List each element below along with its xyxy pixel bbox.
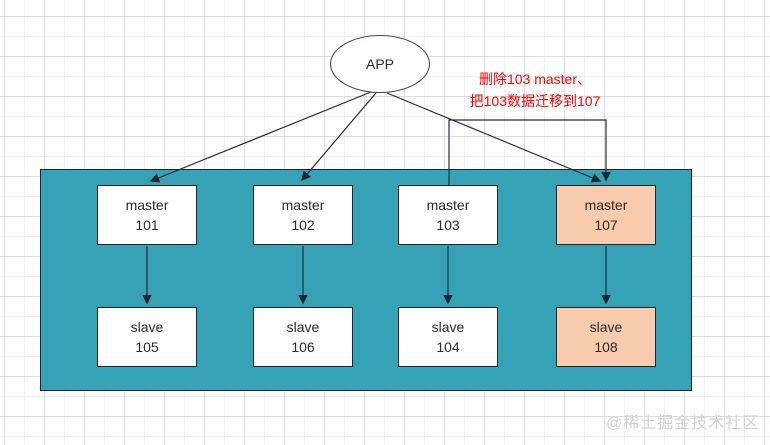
- node-master-102: master 102: [253, 185, 353, 245]
- node-id: 107: [594, 217, 618, 233]
- node-id: 108: [594, 339, 618, 355]
- node-master-107: master 107: [556, 185, 656, 245]
- node-role: slave: [286, 318, 320, 335]
- node-role: master: [281, 196, 325, 213]
- app-node-label: APP: [365, 56, 394, 72]
- node-id: 105: [135, 339, 159, 355]
- arrow-app-to-master102: [301, 92, 377, 182]
- app-node: APP: [330, 35, 430, 93]
- node-role: master: [125, 196, 169, 213]
- watermark-text: @稀土掘金技术社区: [606, 415, 760, 432]
- node-master-101: master 101: [97, 185, 197, 245]
- migration-annotation: 删除103 master、 把103数据迁移到107: [445, 69, 625, 112]
- migration-annotation-line1: 删除103 master、: [478, 71, 592, 87]
- node-slave-106: slave 106: [253, 307, 353, 367]
- node-role: slave: [589, 318, 623, 335]
- node-id: 102: [291, 217, 315, 233]
- node-role: master: [584, 196, 628, 213]
- node-master-103: master 103: [398, 185, 498, 245]
- node-slave-108: slave 108: [556, 307, 656, 367]
- node-id: 103: [436, 217, 460, 233]
- arrow-app-to-master101: [149, 91, 372, 183]
- node-role: slave: [431, 318, 465, 335]
- node-slave-105: slave 105: [97, 307, 197, 367]
- node-id: 104: [436, 339, 460, 355]
- node-role: slave: [130, 318, 164, 335]
- node-id: 101: [135, 217, 159, 233]
- node-role: master: [426, 196, 470, 213]
- node-id: 106: [291, 339, 315, 355]
- migration-annotation-line2: 把103数据迁移到107: [469, 92, 601, 109]
- node-slave-104: slave 104: [398, 307, 498, 367]
